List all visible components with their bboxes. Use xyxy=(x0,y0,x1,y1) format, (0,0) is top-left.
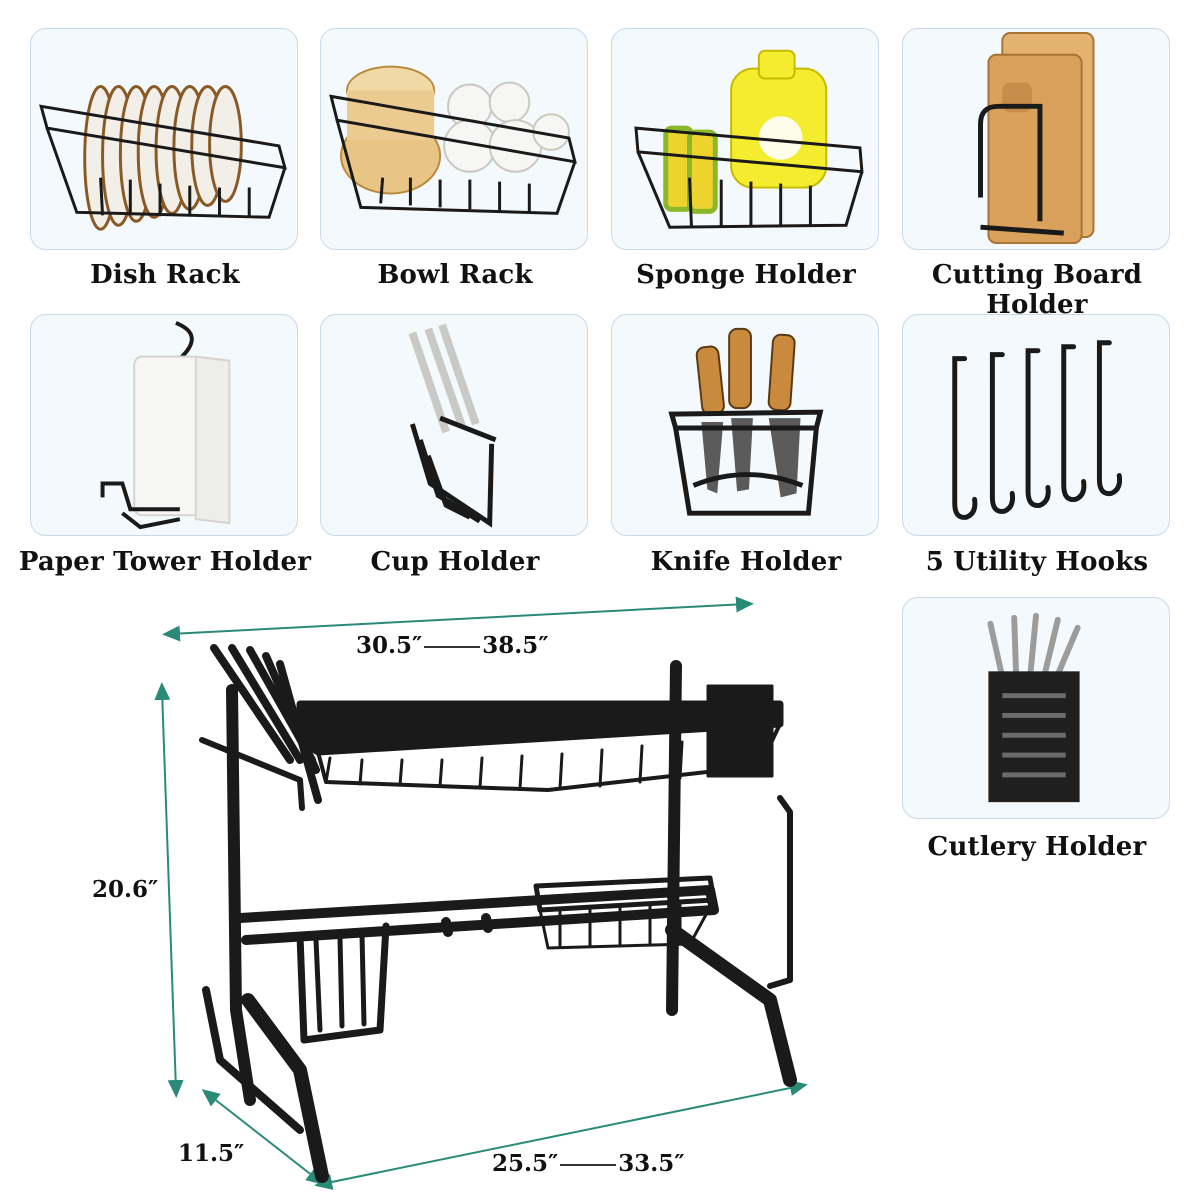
utility-hooks-tile xyxy=(902,314,1170,536)
dish-rack-tile xyxy=(30,28,298,250)
bowl-rack-tile xyxy=(320,28,588,250)
cup-holder-icon xyxy=(408,323,497,528)
knife-holder-icon xyxy=(668,327,824,516)
accessory-label: Knife Holder xyxy=(650,547,842,577)
paper-towel-holder-icon xyxy=(100,321,231,530)
accessory-label: 5 Utility Hooks xyxy=(925,547,1149,577)
cutting-board-holder-icon xyxy=(978,31,1095,245)
accessory-label: Sponge Holder xyxy=(636,260,856,290)
accessory-label: Cutting Board Holder xyxy=(931,260,1143,320)
height-dimension-line xyxy=(154,682,184,1098)
accessory-label: Cup Holder xyxy=(370,547,540,577)
height-label: 20.6″ xyxy=(92,876,159,903)
cup-holder-tile xyxy=(320,314,588,536)
accessory-label: Bowl Rack xyxy=(377,260,533,290)
range-dash xyxy=(424,646,481,648)
rack-frame xyxy=(199,644,797,1183)
over-sink-rack-illustration xyxy=(154,596,808,1190)
paper-towel-holder-tile xyxy=(30,314,298,536)
range-dash xyxy=(560,1164,617,1166)
cutlery-holder-tile xyxy=(902,597,1170,819)
accessory-label: Dish Rack xyxy=(90,260,240,290)
bowl-rack-icon xyxy=(329,65,577,215)
sponge-holder-icon xyxy=(634,49,864,229)
depth-dimension-line xyxy=(201,1089,325,1185)
bottom-width-dimension-line xyxy=(314,1080,808,1190)
knife-holder-tile xyxy=(611,314,879,536)
utility-hooks-icon xyxy=(952,340,1123,520)
top-width-label: 30.5″38.5″ xyxy=(356,632,549,659)
sponge-holder-tile xyxy=(611,28,879,250)
depth-label: 11.5″ xyxy=(178,1140,245,1167)
cutlery-holder-icon xyxy=(987,612,1081,803)
cutting-board-holder-tile xyxy=(902,28,1170,250)
dish-rack-icon xyxy=(39,84,287,231)
top-width-dimension-line xyxy=(162,596,754,642)
accessory-label: Cutlery Holder xyxy=(927,832,1147,862)
bottom-width-label: 25.5″33.5″ xyxy=(492,1150,685,1177)
accessory-label: Paper Tower Holder xyxy=(18,547,312,577)
